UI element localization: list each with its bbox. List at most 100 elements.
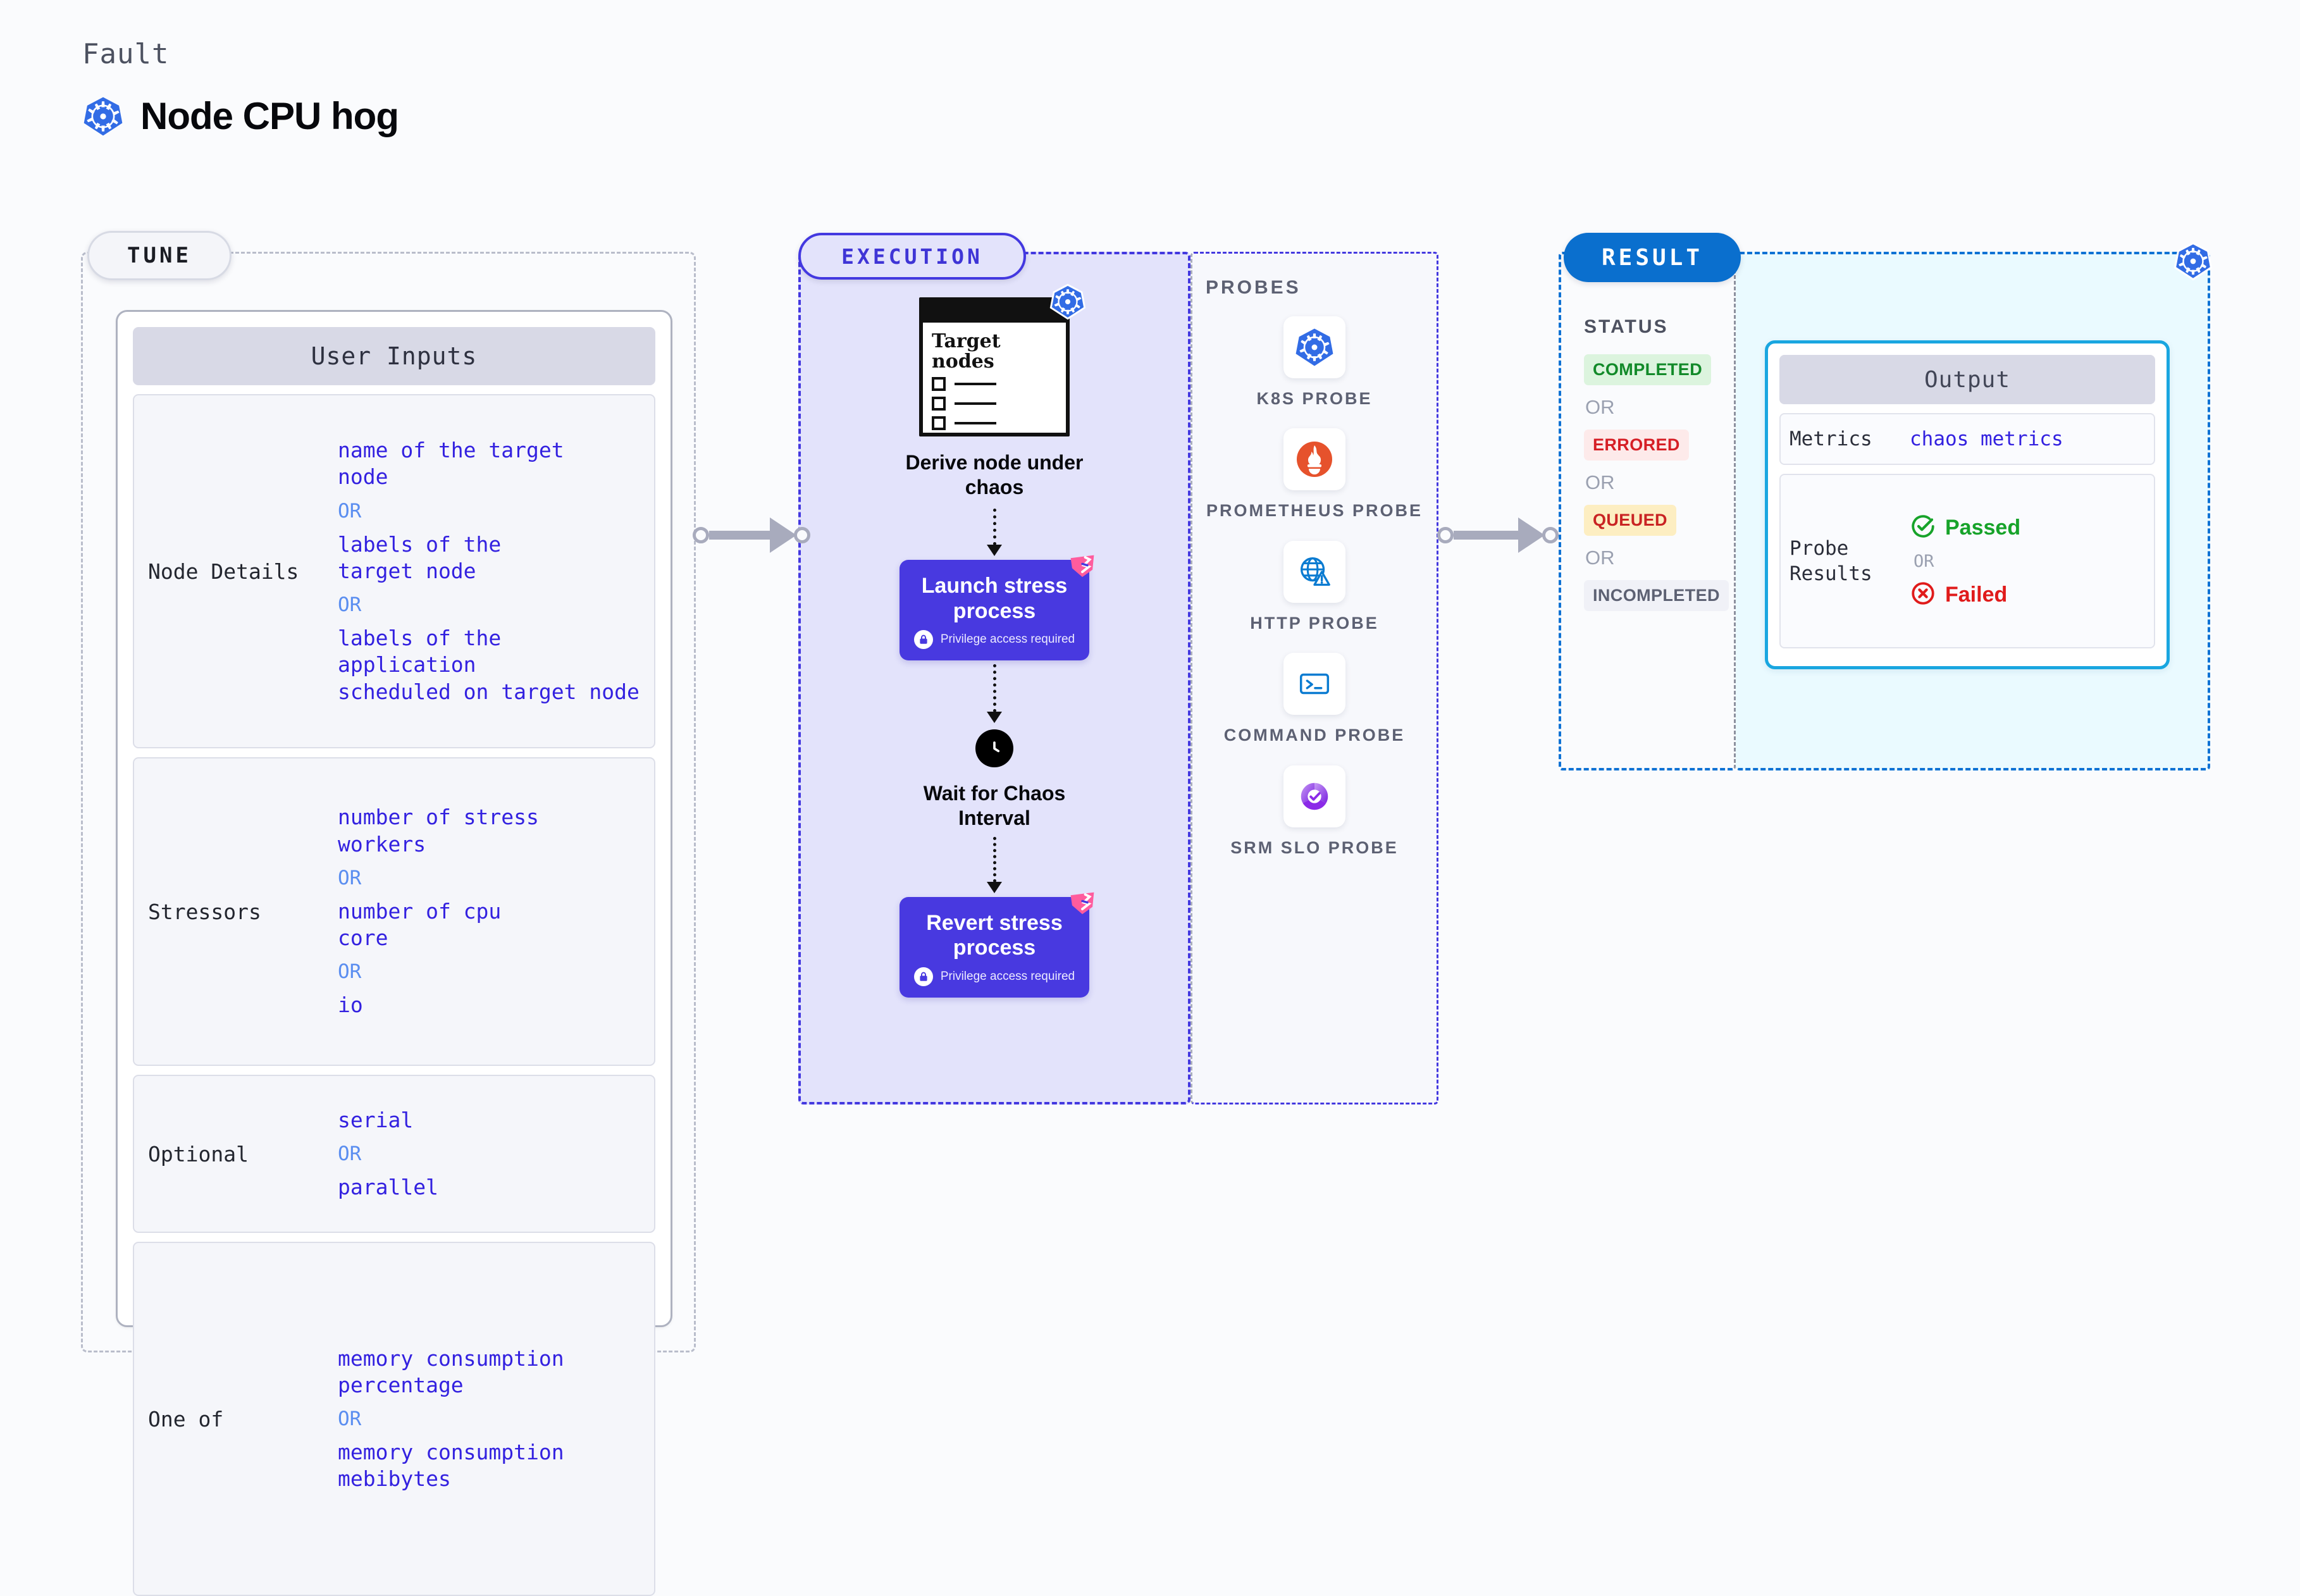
flow-arrow-head bbox=[987, 711, 1002, 723]
fault-kicker: Fault bbox=[82, 38, 170, 70]
input-separator: OR bbox=[338, 593, 362, 617]
check-circle-icon bbox=[1910, 513, 1936, 543]
output-row-key: Metrics bbox=[1790, 427, 1872, 450]
input-separator: OR bbox=[338, 1407, 362, 1430]
checklist-item bbox=[932, 416, 1066, 430]
page-header: Fault Node CPU hog bbox=[82, 38, 399, 138]
input-row-key: One of bbox=[148, 1406, 224, 1432]
kubernetes-icon bbox=[1283, 316, 1345, 378]
flow-step-derive-node: Target nodes bbox=[798, 283, 1190, 500]
target-nodes-title: Target nodes bbox=[932, 330, 1001, 373]
target-nodes-card: Target nodes bbox=[919, 297, 1070, 436]
connector-start-dot bbox=[1437, 527, 1454, 543]
kubernetes-icon bbox=[2173, 242, 2213, 284]
probe-item-prometheus[interactable]: PROMETHEUS PROBE bbox=[1190, 428, 1438, 521]
connector-arrow-head bbox=[1518, 517, 1545, 553]
result-tag: RESULT bbox=[1564, 233, 1741, 282]
input-separator: OR bbox=[338, 1142, 362, 1165]
process-subtitle: Privilege access required bbox=[940, 969, 1075, 983]
execution-tag: EXECUTION bbox=[798, 233, 1026, 280]
probe-label: PROMETHEUS PROBE bbox=[1206, 501, 1423, 521]
connector-end-dot bbox=[1542, 527, 1559, 543]
status-separator: OR bbox=[1585, 471, 1615, 493]
connector-line bbox=[1454, 531, 1519, 540]
clock-icon bbox=[975, 729, 1013, 767]
status-title: STATUS bbox=[1584, 316, 1669, 337]
flow-arrow-head bbox=[987, 882, 1002, 893]
probe-result-passed: Passed bbox=[1910, 513, 2020, 543]
tune-tag: TUNE bbox=[87, 231, 232, 280]
input-value: serial bbox=[338, 1107, 414, 1132]
terminal-icon bbox=[1283, 653, 1345, 715]
input-row-key: Optional bbox=[148, 1141, 249, 1166]
input-row-one-of: One of memory consumption percentage OR … bbox=[133, 1242, 655, 1596]
flow-arrow bbox=[987, 664, 1002, 723]
checklist-item bbox=[932, 377, 1066, 391]
flow-arrow-line bbox=[992, 509, 996, 546]
input-row-stressors: Stressors number of stress workers OR nu… bbox=[133, 757, 655, 1066]
checkbox-icon bbox=[932, 397, 946, 411]
input-separator: OR bbox=[338, 960, 362, 984]
input-value: number of cpu core bbox=[338, 898, 502, 951]
input-row-key: Node Details bbox=[148, 559, 299, 584]
connector-start-dot bbox=[693, 527, 709, 543]
process-title: Launch stress process bbox=[921, 574, 1068, 623]
user-inputs-title: User Inputs bbox=[133, 327, 655, 385]
page-title: Node CPU hog bbox=[140, 95, 399, 137]
input-separator: OR bbox=[338, 499, 362, 523]
status-badge-errored: ERRORED bbox=[1584, 430, 1689, 461]
probe-label: K8S PROBE bbox=[1256, 389, 1373, 408]
x-circle-icon bbox=[1910, 580, 1936, 610]
input-value: name of the target node bbox=[338, 438, 564, 490]
execution-flow: Target nodes bbox=[798, 283, 1190, 998]
flow-arrow bbox=[987, 509, 1002, 557]
probe-result-label: Failed bbox=[1945, 582, 2008, 607]
output-row-probe-results: Probe Results Passed OR bbox=[1779, 474, 2155, 648]
flow-arrow-head bbox=[987, 545, 1002, 557]
kubernetes-icon bbox=[82, 96, 124, 137]
probe-label: COMMAND PROBE bbox=[1223, 726, 1406, 745]
input-value: memory consumption percentage bbox=[338, 1345, 564, 1397]
flow-arrow-line bbox=[992, 837, 996, 882]
output-row-value: chaos metrics bbox=[1910, 428, 2063, 450]
prometheus-icon bbox=[1283, 428, 1345, 491]
probe-item-srm-slo[interactable]: SRM SLO PROBE bbox=[1190, 765, 1438, 858]
input-separator: OR bbox=[338, 866, 362, 889]
probe-result-label: Passed bbox=[1945, 515, 2021, 540]
lock-icon bbox=[913, 967, 933, 986]
input-value: parallel bbox=[338, 1175, 438, 1199]
probe-label: HTTP PROBE bbox=[1250, 613, 1379, 633]
revert-stress-process-box[interactable]: Revert stress process Privilege access r… bbox=[900, 892, 1094, 998]
output-row-key: Probe Results bbox=[1790, 536, 1872, 585]
placeholder-line bbox=[955, 422, 996, 424]
status-column: STATUS COMPLETED OR ERRORED OR QUEUED OR… bbox=[1584, 316, 1736, 611]
input-value: io bbox=[338, 993, 363, 1018]
connector-line bbox=[709, 531, 771, 540]
output-title: Output bbox=[1779, 355, 2155, 404]
globe-warning-icon bbox=[1283, 540, 1345, 603]
input-row-optional: Optional serial OR parallel bbox=[133, 1075, 655, 1233]
flow-step-launch-stress: Launch stress process Privilege access r… bbox=[798, 555, 1190, 660]
flow-step-caption: Wait for Chaos Interval bbox=[923, 781, 1066, 829]
status-separator: OR bbox=[1585, 396, 1615, 418]
input-value: memory consumption mebibytes bbox=[338, 1440, 564, 1492]
probes-list: K8S PROBE PROMETHEUS PROBE HTTP PROBE bbox=[1190, 316, 1438, 877]
checklist-item bbox=[932, 397, 1066, 411]
placeholder-line bbox=[955, 402, 996, 405]
probe-item-http[interactable]: HTTP PROBE bbox=[1190, 540, 1438, 634]
process-subtitle: Privilege access required bbox=[940, 632, 1075, 646]
probe-item-k8s[interactable]: K8S PROBE bbox=[1190, 316, 1438, 409]
placeholder-line bbox=[955, 383, 996, 385]
connector-execution-to-result bbox=[1437, 517, 1561, 553]
checkbox-icon bbox=[932, 416, 946, 430]
user-inputs-card: User Inputs Node Details name of the tar… bbox=[116, 310, 672, 1596]
status-badge-completed: COMPLETED bbox=[1584, 354, 1712, 385]
input-row-node-details: Node Details name of the target node OR … bbox=[133, 394, 655, 748]
input-value: labels of the application scheduled on t… bbox=[338, 626, 640, 704]
probe-item-command[interactable]: COMMAND PROBE bbox=[1190, 653, 1438, 746]
input-row-key: Stressors bbox=[148, 899, 261, 924]
flow-step-caption: Derive node under chaos bbox=[905, 451, 1084, 499]
checkbox-icon bbox=[932, 377, 946, 391]
process-title: Revert stress process bbox=[926, 911, 1063, 960]
launch-stress-process-box[interactable]: Launch stress process Privilege access r… bbox=[900, 555, 1094, 660]
